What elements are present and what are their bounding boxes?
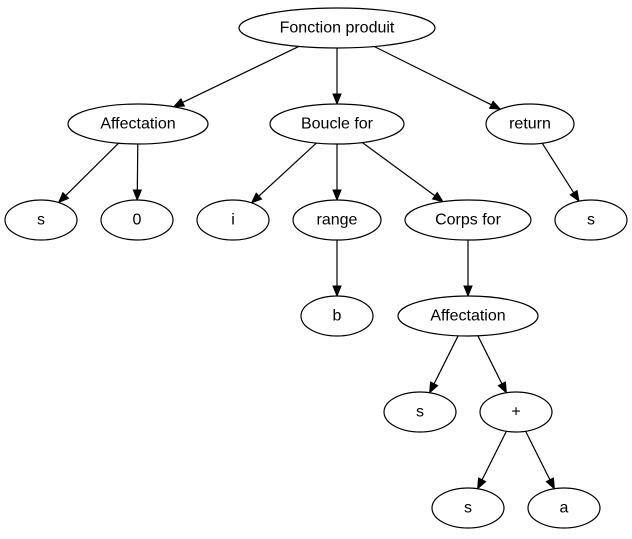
node-label: Corps for (435, 212, 501, 229)
edge-affectation2-to-plus (477, 335, 507, 394)
edge-line (525, 431, 551, 481)
node-label: Affectation (100, 116, 175, 133)
arrowhead-icon (332, 189, 342, 202)
arrowhead-icon (57, 191, 70, 204)
edge-line (477, 335, 503, 385)
node-s-bottom: s (431, 487, 505, 529)
edge-affectation1-to-s1 (57, 142, 120, 204)
node-return: return (485, 103, 575, 145)
arrowhead-icon (545, 477, 555, 490)
arrowhead-icon (569, 189, 580, 203)
node-zero: 0 (100, 199, 174, 241)
arrowhead-icon (132, 189, 143, 202)
node-label: return (509, 116, 551, 133)
edge-root-to-affectation1 (172, 45, 300, 108)
edge-plus-to-a (525, 431, 555, 490)
arrowhead-icon (463, 285, 473, 298)
edge-root-to-boucle (332, 48, 342, 106)
node-i: i (196, 199, 270, 241)
arrowhead-icon (488, 100, 502, 110)
node-label: s (587, 212, 595, 229)
node-affectation: Affectation (67, 103, 209, 145)
edge-line (433, 335, 459, 385)
edge-boucle-to-range (332, 144, 342, 202)
node-corps-for: Corps for (404, 199, 532, 241)
arrowhead-icon (429, 381, 439, 394)
edge-affectation1-to-zero (132, 143, 143, 202)
edge-line (373, 45, 492, 106)
edge-line (541, 142, 575, 194)
edge-line (481, 431, 507, 481)
node-affectation-inner: Affectation (397, 295, 539, 337)
edge-line (65, 142, 120, 196)
arrowhead-icon (431, 191, 445, 203)
arrowhead-icon (172, 97, 186, 108)
node-s-left: s (383, 391, 457, 433)
node-label: Affectation (430, 308, 505, 325)
arrowhead-icon (332, 93, 342, 106)
edge-corps-to-affectation2 (463, 240, 473, 298)
nodes-layer: Fonction produit Affectation Boucle for … (4, 7, 628, 529)
node-label: a (560, 500, 569, 517)
node-a: a (527, 487, 601, 529)
arrowhead-icon (477, 477, 487, 490)
node-label: Fonction produit (280, 20, 395, 37)
node-label: s (416, 404, 424, 421)
node-s-return: s (554, 199, 628, 241)
node-label: b (333, 308, 342, 325)
edge-boucle-to-i (250, 142, 317, 204)
node-label: range (317, 212, 358, 229)
node-plus: + (479, 391, 553, 433)
node-boucle-for: Boucle for (269, 103, 405, 145)
node-label: Boucle for (301, 116, 374, 133)
arrowhead-icon (332, 285, 342, 298)
edge-line (258, 142, 317, 197)
edge-root-to-return (373, 45, 502, 110)
edge-range-to-b (332, 240, 342, 298)
edge-line (361, 142, 436, 197)
node-range: range (292, 199, 382, 241)
node-s: s (4, 199, 78, 241)
edge-affectation2-to-s2 (429, 335, 459, 394)
edge-return-to-s_ret (541, 142, 580, 203)
node-label: 0 (133, 212, 142, 229)
node-label: s (37, 212, 45, 229)
node-fonction-produit: Fonction produit (238, 7, 436, 49)
edge-boucle-to-corps (361, 142, 445, 203)
node-label: i (231, 212, 235, 229)
node-b: b (300, 295, 374, 337)
edge-plus-to-s3 (477, 431, 507, 490)
edges-layer (57, 45, 580, 490)
arrowhead-icon (250, 192, 263, 204)
node-label: + (511, 404, 520, 421)
arrowhead-icon (497, 381, 507, 394)
node-label: s (464, 500, 472, 517)
edge-line (182, 45, 300, 103)
